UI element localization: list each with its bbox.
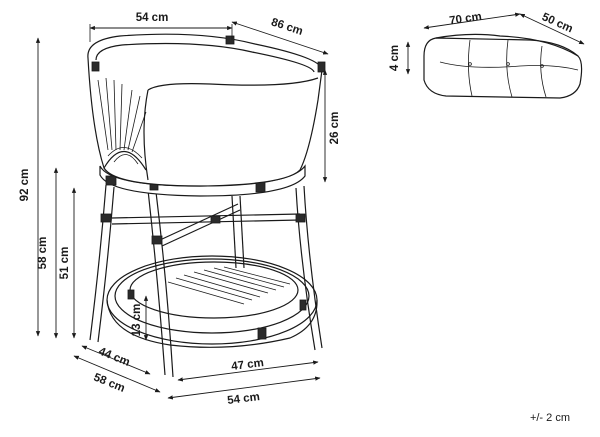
label-base-width-outer: 54 cm (227, 391, 261, 407)
chair-legs (89, 184, 323, 378)
label-cushion-width: 70 cm (449, 11, 483, 27)
label-backrest-height: 26 cm (329, 112, 341, 145)
cushion-drawing (423, 33, 583, 99)
label-seat-height: 51 cm (59, 247, 71, 280)
label-total-height: 92 cm (19, 169, 31, 202)
backrest-bowl (87, 33, 326, 187)
label-base-width-inner: 47 cm (231, 357, 265, 373)
dimension-lines (35, 12, 585, 400)
label-base-depth-inner: 44 cm (97, 346, 132, 369)
tolerance-note: +/- 2 cm (530, 412, 570, 424)
base-slats (167, 266, 291, 305)
label-seat-frame-height: 58 cm (37, 237, 49, 270)
side-sunburst (97, 77, 147, 171)
label-chair-depth-top: 86 cm (270, 16, 305, 37)
label-base-ring-height: 13 cm (131, 304, 143, 337)
chair-drawing (87, 33, 326, 378)
label-chair-width-top: 54 cm (136, 12, 169, 24)
label-base-depth-outer: 58 cm (92, 372, 127, 395)
base-ring (106, 255, 318, 348)
label-cushion-thickness: 4 cm (389, 45, 401, 71)
